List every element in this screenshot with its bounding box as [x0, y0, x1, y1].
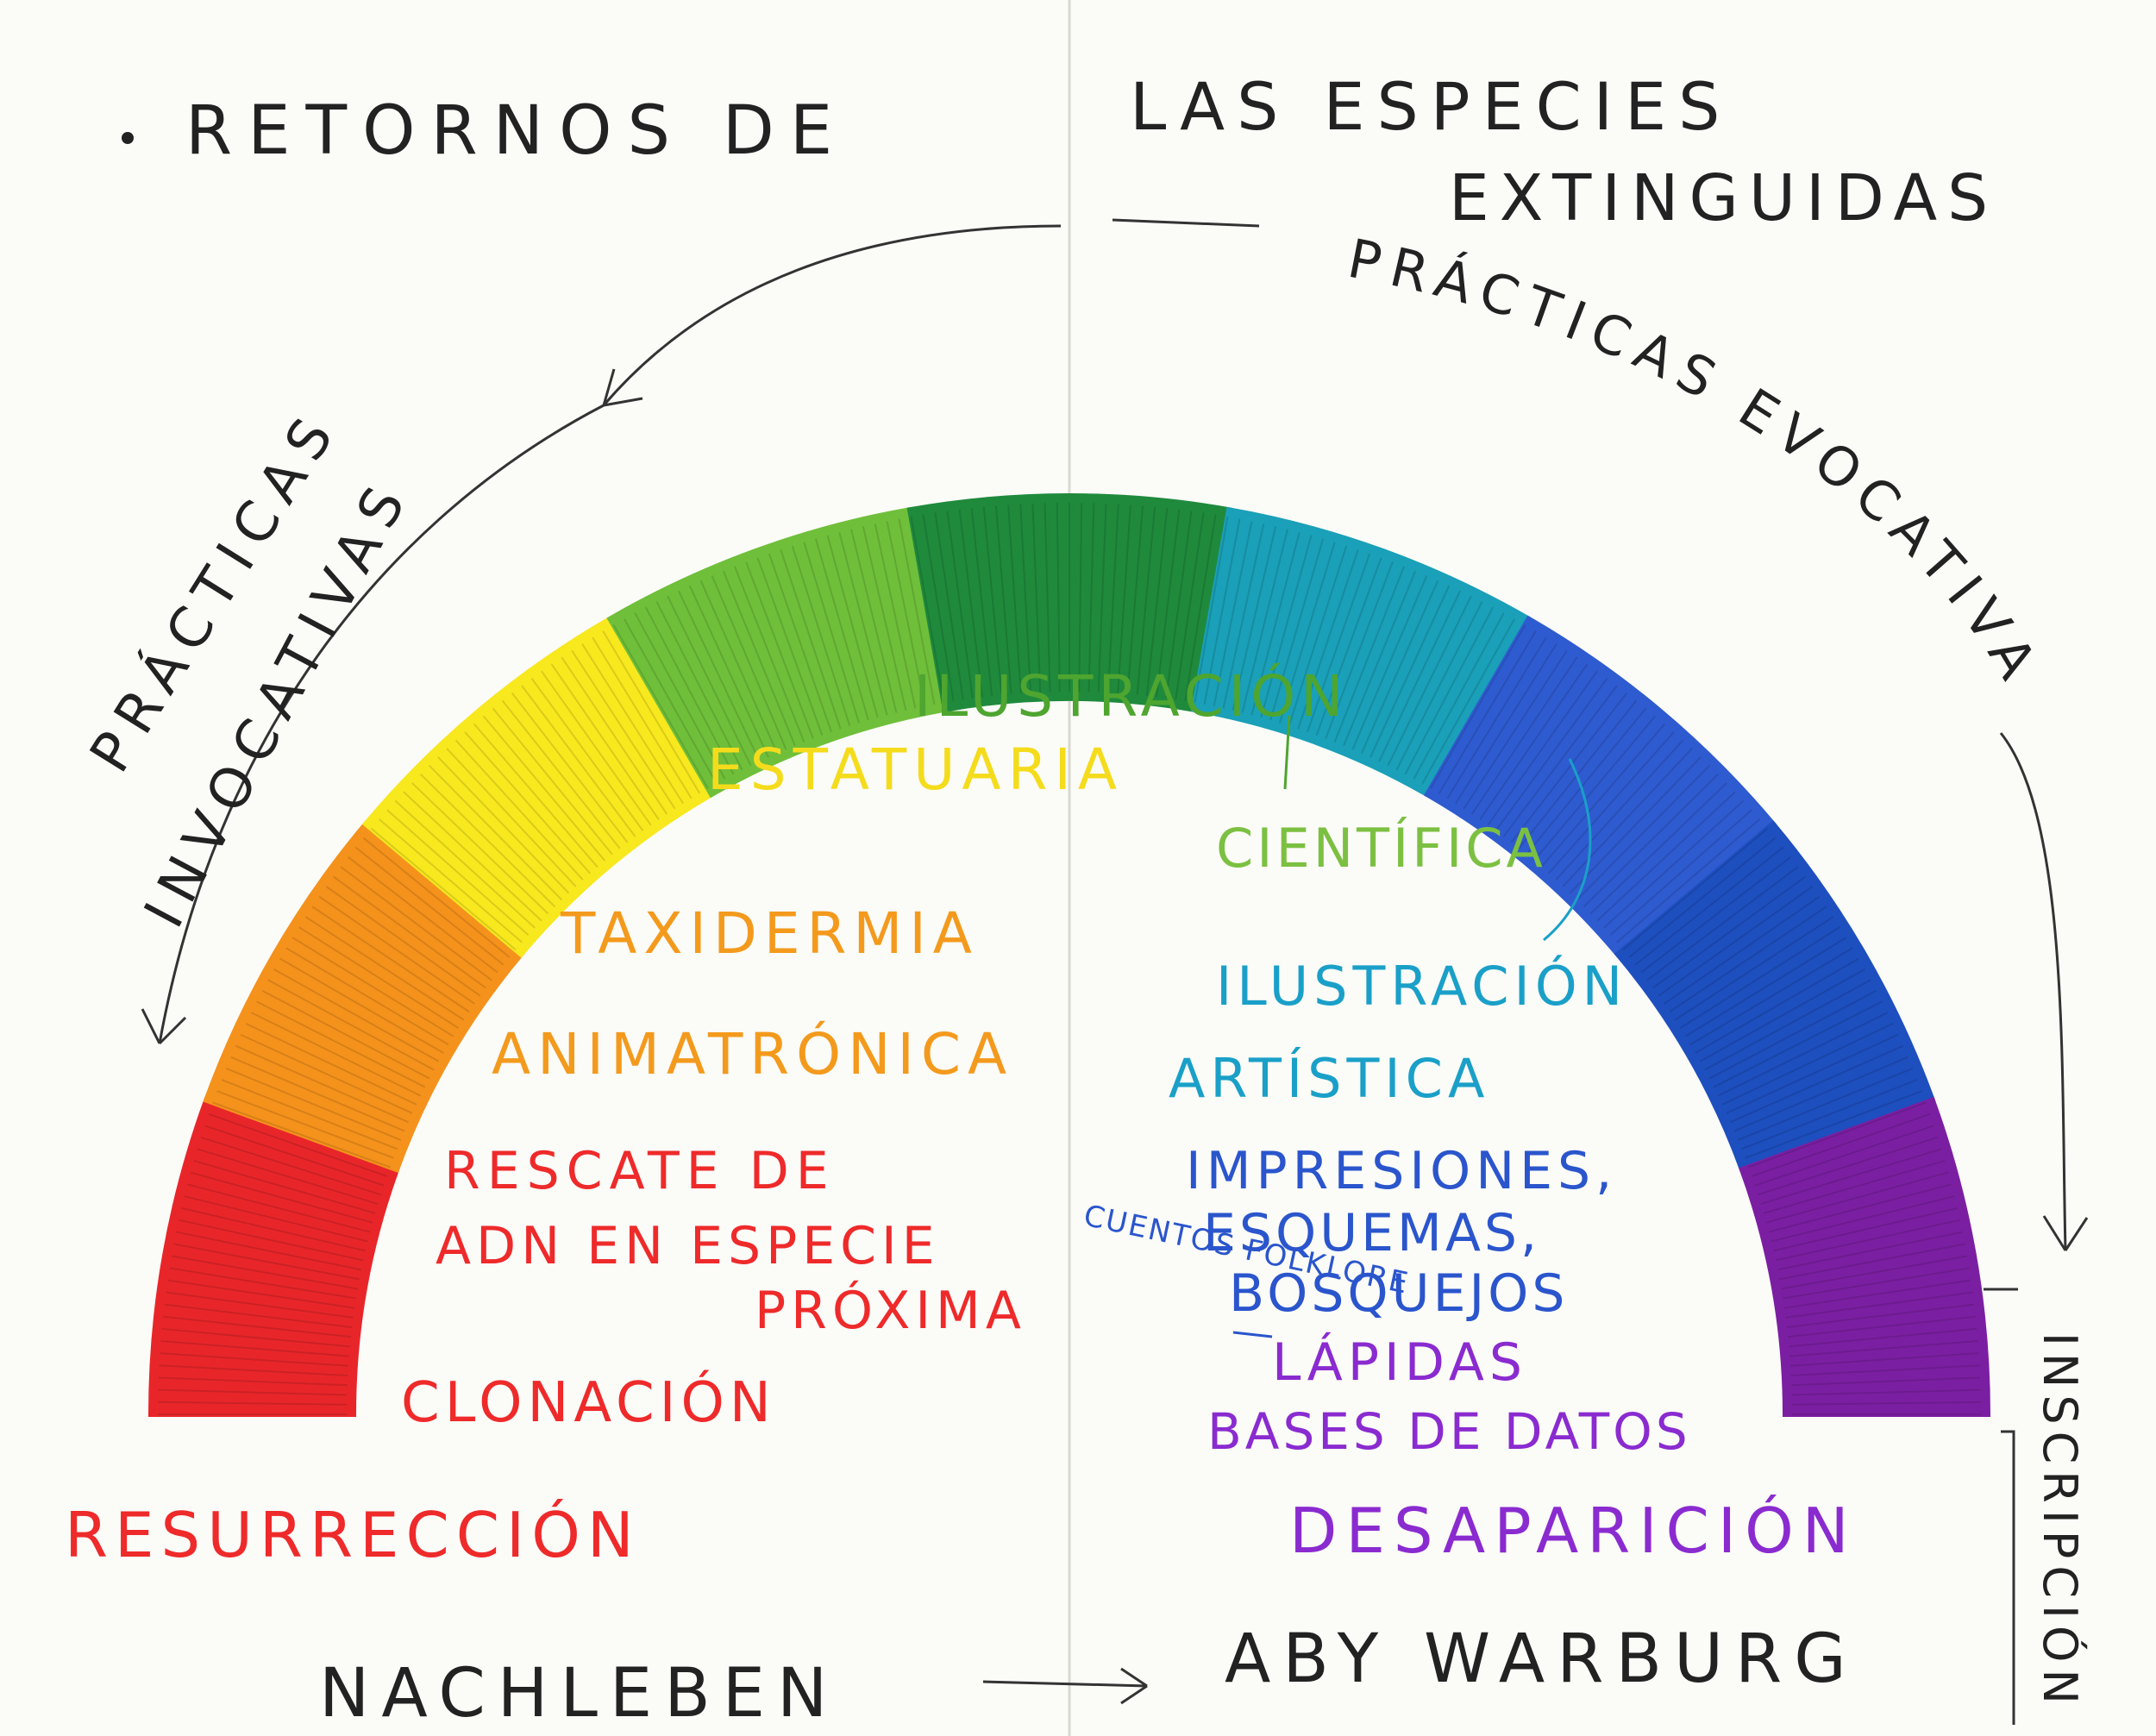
arch-segment-texture: [1194, 516, 1526, 789]
arch-segment-texture: [370, 624, 709, 951]
arch-segment-texture: [1430, 624, 1769, 951]
top-arrowhead: [602, 368, 643, 407]
title-dash: [1112, 218, 1260, 228]
arch-segment-texture: [1748, 1101, 1981, 1415]
title-line1-right: LAS ESPECIES: [1130, 68, 1732, 145]
item-lapidas: LÁPIDAS: [1272, 1332, 1527, 1393]
top-arrow-line: [602, 224, 1062, 406]
item-estatuaria: ESTATUARIA: [707, 736, 1124, 803]
rainbow-arch: [147, 492, 1991, 1417]
item-rescate-line3: PRÓXIMA: [755, 1280, 1026, 1341]
inscription-bracket: [1984, 1288, 2018, 1725]
item-ilustracion-cientifica-1: ILUSTRACIÓN: [914, 663, 1349, 730]
bottom-arrow-line: [982, 1680, 1148, 1688]
item-clonacion: CLONACIÓN: [401, 1369, 776, 1435]
item-ilustracion-artistica-2: ARTÍSTICA: [1169, 1047, 1489, 1110]
right-arrow-line: [1999, 732, 2067, 1251]
title-line1-left: RETORNOS DE: [185, 92, 848, 170]
arch-segment-texture: [910, 503, 1229, 703]
bottom-aby-warburg: ABY WARBURG: [1225, 1620, 1858, 1698]
item-esquemas: ESQUEMAS,: [1203, 1203, 1540, 1263]
arch-segment: [1739, 1096, 1991, 1417]
right-label-inscripcion: INSCRIPCIÓN: [2033, 1332, 2087, 1711]
item-bosquejos: BOSQUEJOS: [1229, 1263, 1568, 1324]
item-bases-de-datos: BASES DE DATOS: [1207, 1402, 1691, 1461]
title-bullet: [122, 132, 134, 144]
item-animatronica: ANIMATRÓNICA: [492, 1021, 1013, 1087]
arch-segment-texture: [1622, 827, 1927, 1169]
item-rescate-line2: ADN EN ESPECIE: [436, 1216, 940, 1276]
right-arrowhead: [2042, 1215, 2089, 1251]
bottom-arrowhead: [1120, 1667, 1148, 1705]
artistica-bracket: [1543, 758, 1592, 942]
left-arrow-line: [158, 404, 605, 1044]
arch-segment-texture: [212, 827, 517, 1169]
end-desaparicion: DESAPARICIÓN: [1289, 1495, 1858, 1567]
item-rescate-line1: RESCATE DE: [444, 1141, 836, 1201]
end-resurreccion: RESURRECCIÓN: [65, 1499, 641, 1571]
title-line2: EXTINGUIDAS: [1449, 161, 1998, 235]
cientifica-bracket: [1283, 715, 1291, 790]
item-ilustracion-cientifica-2: CIENTÍFICA: [1216, 817, 1546, 880]
left-arrowhead: [141, 1008, 187, 1045]
item-taxidermia: TAXIDERMIA: [560, 900, 979, 967]
item-impresiones: IMPRESIONES,: [1186, 1141, 1617, 1201]
cuentos-arrow: [1232, 1331, 1273, 1338]
bottom-nachleben: NACHLEBEN: [319, 1655, 839, 1733]
item-ilustracion-artistica-1: ILUSTRACIÓN: [1216, 955, 1627, 1018]
arch-segment-texture: [612, 516, 945, 789]
arch-segment-texture: [158, 1101, 391, 1415]
